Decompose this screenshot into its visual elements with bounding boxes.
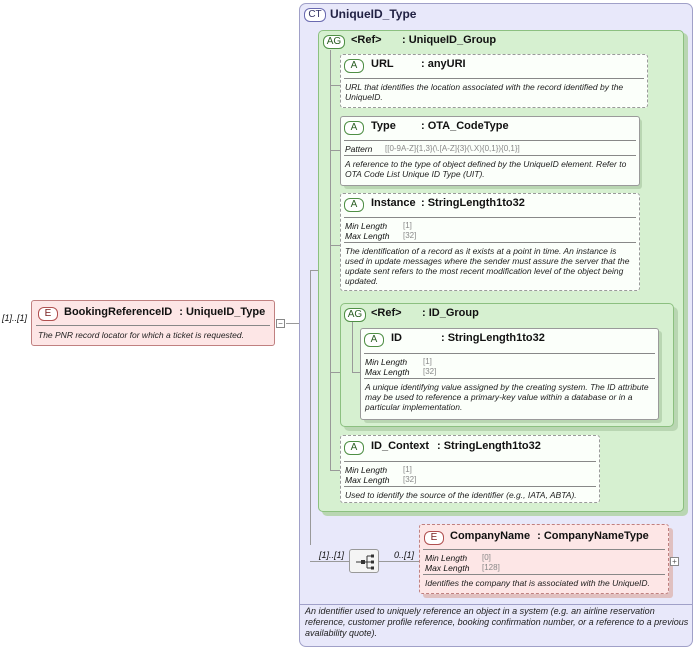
collapse-toggle-icon[interactable]: − — [276, 319, 285, 328]
min-length-value: [1] — [403, 221, 412, 230]
attribute-type-name: Type — [371, 120, 396, 132]
max-length-label: Max Length — [345, 475, 390, 485]
separator — [423, 549, 665, 550]
attribute-type-box[interactable]: A Type : OTA_CodeType Pattern [[0-9A-Z]{… — [340, 116, 640, 186]
separator — [364, 378, 655, 379]
attribute-id-name: ID — [391, 332, 402, 344]
attribute-id-box[interactable]: A ID : StringLength1to32 Min Length [1] … — [360, 328, 659, 420]
connector-line — [330, 150, 340, 151]
attribute-group-ref: <Ref> — [371, 307, 402, 319]
min-length-value: [0] — [482, 553, 491, 562]
max-length-label: Max Length — [345, 231, 390, 241]
attribute-group-type: : UniqueID_Group — [402, 34, 497, 46]
element-badge: E — [424, 531, 444, 545]
root-description: The PNR record locator for which a ticke… — [38, 330, 244, 340]
separator — [423, 574, 665, 575]
min-length-label: Min Length — [425, 553, 468, 563]
company-name-description: Identifies the company that is associate… — [425, 578, 650, 588]
sequence-icon — [356, 554, 374, 570]
attribute-type-type: : OTA_CodeType — [421, 120, 509, 132]
min-length-label: Min Length — [365, 357, 408, 367]
attribute-badge: A — [364, 333, 384, 347]
min-length-value: [1] — [423, 357, 432, 366]
max-length-value: [32] — [403, 475, 417, 484]
connector-line — [352, 322, 353, 372]
company-name-multiplicity: 0..[1] — [394, 550, 415, 560]
connector-line — [330, 470, 340, 471]
element-badge: E — [38, 307, 58, 321]
root-element-box[interactable]: E BookingReferenceID : UniqueID_Type The… — [31, 300, 275, 346]
company-name-element-box[interactable]: E CompanyName : CompanyNameType Min Leng… — [419, 524, 669, 594]
max-length-value: [32] — [423, 367, 437, 376]
separator — [344, 140, 636, 141]
attribute-url-description: URL that identifies the location associa… — [345, 82, 624, 102]
attribute-url-type: : anyURI — [421, 58, 466, 70]
min-length-label: Min Length — [345, 221, 388, 231]
attribute-badge: A — [344, 121, 364, 135]
connector-line — [310, 270, 311, 545]
attribute-instance-type: : StringLength1to32 — [421, 197, 525, 209]
separator — [344, 242, 636, 243]
attribute-badge: A — [344, 198, 364, 212]
attribute-instance-name: Instance — [371, 197, 416, 209]
attribute-group-type: : ID_Group — [422, 307, 479, 319]
separator — [36, 325, 270, 326]
attribute-id-context-description: Used to identify the source of the ident… — [345, 490, 577, 500]
sequence-compositor[interactable] — [349, 549, 379, 573]
separator — [344, 217, 636, 218]
separator — [344, 155, 636, 156]
connector-line — [330, 50, 331, 470]
min-length-label: Min Length — [345, 465, 388, 475]
connector-line — [330, 245, 340, 246]
expand-toggle-icon[interactable]: + — [670, 557, 679, 566]
max-length-value: [32] — [403, 231, 417, 240]
connector-line — [310, 270, 320, 271]
connector-line — [330, 372, 340, 373]
complex-type-name: UniqueID_Type — [330, 7, 417, 21]
attribute-group-ref: <Ref> — [351, 34, 382, 46]
attribute-url-name: URL — [371, 58, 394, 70]
attribute-badge: A — [344, 441, 364, 455]
complex-type-description: An identifier used to uniquely reference… — [305, 606, 689, 638]
attribute-group-badge: AG — [323, 35, 345, 49]
pattern-value: [[0-9A-Z]{1,3}(\.[A-Z]{3}(\.X){0,1}){0,1… — [385, 144, 520, 153]
connector-line — [352, 372, 360, 373]
root-name: BookingReferenceID — [64, 306, 173, 318]
separator — [300, 604, 692, 605]
attribute-url-box[interactable]: A URL : anyURI URL that identifies the l… — [340, 54, 648, 108]
attribute-instance-description: The identification of a record as it exi… — [345, 246, 630, 286]
connector-line — [330, 85, 340, 86]
connector-line — [379, 561, 419, 562]
company-name-name: CompanyName — [450, 530, 531, 542]
attribute-instance-box[interactable]: A Instance : StringLength1to32 Min Lengt… — [340, 193, 640, 291]
attribute-id-description: A unique identifying value assigned by t… — [365, 382, 649, 412]
separator — [364, 353, 655, 354]
complex-type-badge: CT — [304, 8, 326, 22]
sequence-multiplicity: [1]..[1] — [319, 550, 345, 560]
attribute-id-type: : StringLength1to32 — [441, 332, 545, 344]
max-length-label: Max Length — [425, 563, 470, 573]
attribute-badge: A — [344, 59, 364, 73]
separator — [344, 78, 644, 79]
min-length-value: [1] — [403, 465, 412, 474]
separator — [344, 486, 596, 487]
connector-line — [310, 561, 350, 562]
company-name-element-name: CompanyName : CompanyNameType — [450, 530, 649, 542]
attribute-id-context-name: ID_Context — [371, 440, 430, 452]
root-type: : UniqueID_Type — [179, 306, 266, 318]
max-length-value: [128] — [482, 563, 500, 572]
attribute-group-badge: AG — [344, 308, 366, 322]
max-length-label: Max Length — [365, 367, 410, 377]
root-multiplicity: [1]..[1] — [2, 313, 28, 323]
root-element-name: BookingReferenceID : UniqueID_Type — [64, 306, 265, 318]
separator — [344, 461, 596, 462]
attribute-type-description: A reference to the type of object define… — [345, 159, 627, 179]
pattern-label: Pattern — [345, 144, 373, 154]
connector-line — [286, 323, 310, 324]
company-name-type: : CompanyNameType — [537, 530, 649, 542]
attribute-id-context-box[interactable]: A ID_Context : StringLength1to32 Min Len… — [340, 435, 600, 503]
attribute-id-context-type: : StringLength1to32 — [437, 440, 541, 452]
